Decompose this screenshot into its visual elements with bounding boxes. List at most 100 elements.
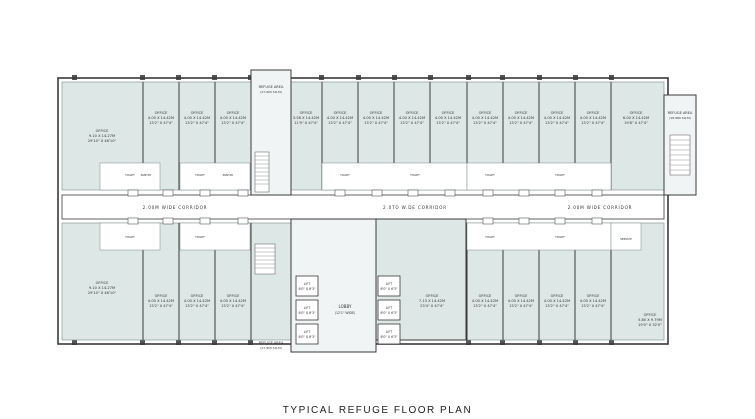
office-bottom-1-size: 9.10 X 14.27M: [89, 286, 115, 290]
refuge-top-label: REFUGE AREA: [259, 85, 284, 89]
lift-4-size: 6'0" X 6'3": [380, 287, 398, 291]
office-top-13-ft: 13'2" X 47'4": [581, 121, 605, 125]
office-bottom-10-label: OFFICE: [644, 313, 658, 317]
office-bottom-9-size: 4.00 X 14.42M: [580, 299, 606, 303]
office-top-11-size: 4.00 X 14.42M: [508, 116, 534, 120]
office-bottom-4-ft: 13'2" X 47'4": [221, 304, 245, 308]
toilet-label-8: TOILET: [194, 235, 205, 239]
office-top-11-ft: 13'2" X 47'4": [509, 121, 533, 125]
toilet-label-2: TOILET: [194, 173, 205, 177]
office-top-9-ft: 13'2" X 47'4": [436, 121, 460, 125]
plan-title: TYPICAL REFUGE FLOOR PLAN: [282, 405, 473, 416]
toilet-label-7: TOILET: [124, 235, 135, 239]
toilet-label-5: TOILET: [484, 173, 495, 177]
office-bottom-8-label: OFFICE: [551, 294, 565, 298]
office-top-3-size: 4.00 X 14.42M: [184, 116, 210, 120]
lift-2-size: 6'0" X 6'3": [298, 311, 316, 315]
office-top-7-label: OFFICE: [370, 111, 384, 115]
toilet-label-1: TOILET: [124, 173, 135, 177]
office-top-5-size: 3.58 X 14.42M: [293, 116, 319, 120]
refuge-right-label: REFUGE AREA: [668, 111, 693, 115]
lift-3-label: LIFT: [304, 330, 310, 334]
office-top-6-label: OFFICE: [334, 111, 348, 115]
office-bottom-2-label: OFFICE: [155, 294, 169, 298]
office-top-12-ft: 13'2" X 47'4": [545, 121, 569, 125]
office-top-10-ft: 13'2" X 47'4": [473, 121, 497, 125]
office-bottom-8-size: 4.00 X 14.42M: [544, 299, 570, 303]
office-bottom-2-ft: 13'2" X 47'4": [149, 304, 173, 308]
office-top-12-size: 4.00 X 14.42M: [544, 116, 570, 120]
office-bottom-7-size: 4.00 X 14.42M: [508, 299, 534, 303]
top-office-labels: OFFICE 9.10 X 14.27M 29'10" X 46'10" OFF…: [88, 111, 649, 143]
office-top-2-size: 4.00 X 14.42M: [148, 116, 174, 120]
office-top-11-label: OFFICE: [515, 111, 529, 115]
office-top-14-ft: 19'8" X 47'4": [624, 121, 648, 125]
toilet-label-3: TOILET: [339, 173, 350, 177]
lift-6-label: LIFT: [386, 330, 392, 334]
pantry-label-2: PANTRY: [223, 173, 234, 177]
corridor-label-left: 2.00M WIDE CORRIDOR: [143, 205, 208, 210]
lift-1-size: 6'0" X 6'3": [298, 287, 316, 291]
refuge-right-area: (18.980 SQ.M): [669, 116, 691, 120]
bottom-office-labels: OFFICE 9.10 X 14.27M 29'10" X 46'10" OFF…: [88, 281, 662, 327]
office-top-9-size: 4.00 X 14.42M: [435, 116, 461, 120]
office-bottom-10-ft: 19'0" X 32'0": [638, 323, 662, 327]
top-core: REFUGE AREA (27.905 SQ.M): [250, 69, 292, 196]
lift-5-size: 6'0" X 6'3": [380, 311, 398, 315]
service-label: SERVICE: [620, 237, 632, 241]
office-bottom-2-size: 4.00 X 14.42M: [148, 299, 174, 303]
corridor-fixtures: [127, 189, 603, 225]
office-bottom-6-size: 4.00 X 14.42M: [472, 299, 498, 303]
office-bottom-5-ft: 23'4" X 47'4": [420, 304, 444, 308]
office-bottom-10-size: 5.80 X 9.79M: [638, 318, 662, 322]
toilet-label-10: TOILET: [554, 235, 565, 239]
office-top-4-label: OFFICE: [227, 111, 241, 115]
corridor-label-right: 2.00M WIDE CORRIDOR: [568, 205, 633, 210]
office-bottom-3-size: 4.00 X 14.42M: [184, 299, 210, 303]
office-bottom-3-label: OFFICE: [191, 294, 205, 298]
office-top-1-label: OFFICE: [96, 129, 110, 133]
corridor-label-center: 2.0TO W.DE CORRIDOR: [383, 205, 447, 210]
office-top-10-size: 4.00 X 14.42M: [472, 116, 498, 120]
office-top-1-ft: 29'10" X 46'10": [88, 139, 117, 143]
lift-2-label: LIFT: [304, 306, 310, 310]
lift-3-size: 6'0" X 6'3": [298, 335, 316, 339]
office-top-7-size: 4.00 X 14.42M: [363, 116, 389, 120]
office-top-14-label: OFFICE: [630, 111, 644, 115]
office-bottom-9-label: OFFICE: [587, 294, 601, 298]
office-top-1-size: 9.10 X 14.27M: [89, 134, 115, 138]
lobby-width: (12'1" WIDE): [335, 311, 356, 315]
refuge-top-area: (27.905 SQ.M): [260, 90, 282, 94]
office-bottom-4-label: OFFICE: [227, 294, 241, 298]
office-top-4-ft: 13'2" X 47'4": [221, 121, 245, 125]
office-top-8-ft: 13'2" X 47'4": [400, 121, 424, 125]
office-bottom-6-ft: 13'2" X 47'4": [473, 304, 497, 308]
office-top-8-label: OFFICE: [406, 111, 420, 115]
office-bottom-7-ft: 13'2" X 47'4": [509, 304, 533, 308]
toilet-label-6: TOILET: [554, 173, 565, 177]
office-top-3-label: OFFICE: [191, 111, 205, 115]
bottom-core: LIFT 6'0" X 6'3" LIFT 6'0" X 6'3" LIFT 6…: [254, 218, 467, 353]
toilet-label-4: TOILET: [409, 173, 420, 177]
office-top-6-size: 4.00 X 14.42M: [327, 116, 353, 120]
lift-6-size: 6'0" X 6'3": [380, 335, 398, 339]
office-bottom-5-size: 7.13 X 14.42M: [419, 299, 445, 303]
office-bottom-6-label: OFFICE: [479, 294, 493, 298]
office-bottom-5-label: OFFICE: [426, 294, 440, 298]
floor-plan: REFUGE AREA (27.905 SQ.M) REFUGE AREA (1…: [57, 69, 697, 353]
lift-5-label: LIFT: [386, 306, 392, 310]
office-top-12-label: OFFICE: [551, 111, 565, 115]
corridor: [61, 194, 665, 220]
office-top-2-label: OFFICE: [155, 111, 169, 115]
office-top-13-size: 4.00 X 14.42M: [580, 116, 606, 120]
office-top-3-ft: 13'2" X 47'4": [185, 121, 209, 125]
office-top-10-label: OFFICE: [479, 111, 493, 115]
office-top-4-size: 4.00 X 14.42M: [220, 116, 246, 120]
right-core: REFUGE AREA (18.980 SQ.M): [663, 94, 697, 196]
pantry-label-1: PANTRY: [141, 173, 152, 177]
office-top-6-ft: 13'2" X 47'4": [328, 121, 352, 125]
refuge-bottom-area: (27.905 SQ.M): [260, 346, 282, 350]
toilet-label-9: TOILET: [484, 235, 495, 239]
office-top-5-ft: 11'9" X 47'4": [294, 121, 318, 125]
office-bottom-9-ft: 13'2" X 47'4": [581, 304, 605, 308]
